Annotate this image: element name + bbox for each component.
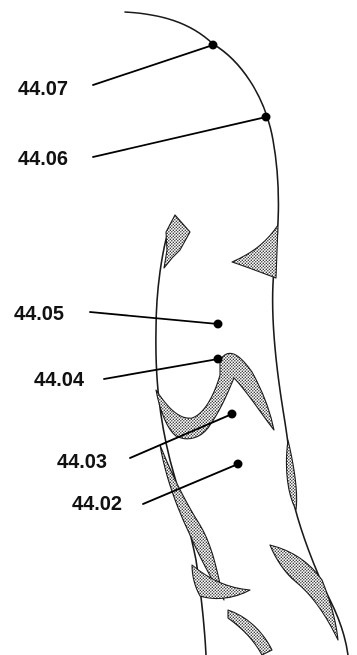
upper-outer-shade [232,225,278,278]
point-44-03-marker [228,410,237,419]
outer-lower-shade [286,440,296,510]
label-44-03: 44.03 [57,451,107,473]
leader-44-07 [93,45,213,85]
shin-shade-right [270,545,338,640]
point-44-06-marker [262,113,271,122]
leader-44-04 [104,359,218,379]
hip-top-contour [125,12,213,44]
label-44-04: 44.04 [34,369,85,391]
shin-shade-left [192,565,250,598]
point-44-05-marker [214,320,223,329]
knee-shade-lower [160,445,224,600]
point-44-02-marker [234,460,243,469]
upper-inner-shade [164,215,190,268]
leader-44-06 [93,117,266,157]
leader-44-02 [143,464,238,504]
label-44-05: 44.05 [14,303,64,325]
body-outline [125,12,348,655]
shin-shade-bottom [228,610,272,655]
point-44-07-marker [209,41,218,50]
label-44-02: 44.02 [72,493,122,515]
point-labels: 44.07 44.06 44.05 44.04 44.03 44.02 [14,78,122,515]
point-44-04-marker [214,355,223,364]
label-44-06: 44.06 [18,148,68,170]
leader-44-05 [90,312,218,324]
label-44-07: 44.07 [18,78,68,100]
